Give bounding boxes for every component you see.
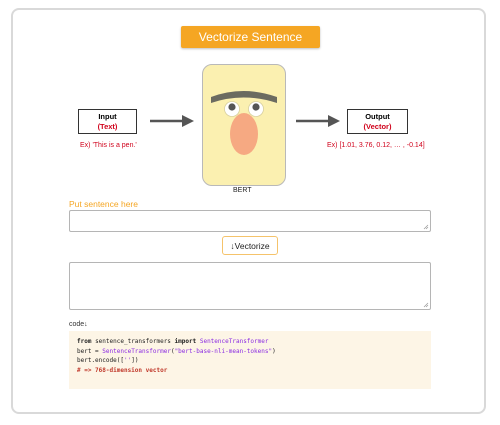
code-comment: # => 768-dimension vector: [77, 366, 168, 374]
output-box: Output (Vector): [347, 109, 408, 134]
code-label: code↓: [69, 321, 88, 328]
code-line: bert = SentenceTransformer("bert-base-nl…: [77, 347, 276, 355]
bert-caption: BERT: [233, 187, 252, 194]
bert-face-icon: [211, 91, 277, 155]
output-example: Ex) [1.01, 3.76, 0.12, … , -0.14]: [327, 142, 425, 149]
code-block: from sentence_transformers import Senten…: [69, 331, 431, 389]
input-box: Input (Text): [78, 109, 137, 134]
arrow-right-icon: [296, 115, 340, 127]
arrow-right-icon: [150, 115, 194, 127]
sentence-input[interactable]: [69, 210, 431, 232]
vectorize-sentence-title-button[interactable]: Vectorize Sentence: [181, 26, 320, 48]
resize-grip-icon[interactable]: [423, 224, 429, 230]
vectorize-button[interactable]: ↓Vectorize: [222, 236, 278, 255]
input-subtitle: (Text): [97, 121, 118, 131]
output-subtitle: (Vector): [363, 121, 392, 131]
resize-grip-icon[interactable]: [423, 302, 429, 308]
bert-model-card: [202, 64, 286, 186]
sentence-label: Put sentence here: [69, 199, 138, 209]
vector-output-area[interactable]: [69, 262, 431, 310]
input-title: Input: [98, 111, 117, 121]
code-line: from sentence_transformers import Senten…: [77, 338, 269, 345]
input-example: Ex) 'This is a pen.': [80, 142, 137, 149]
code-line: bert.encode(['']): [77, 357, 139, 364]
output-title: Output: [365, 111, 390, 121]
